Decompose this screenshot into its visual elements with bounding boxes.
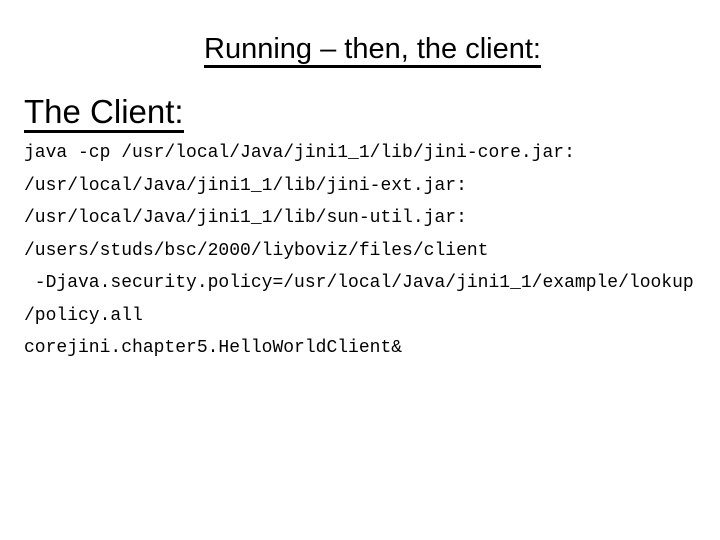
- code-line: /usr/local/Java/jini1_1/lib/jini-ext.jar…: [24, 175, 467, 196]
- code-line: corejini.chapter5.HelloWorldClient&: [24, 338, 403, 358]
- code-line: /policy.all: [24, 305, 143, 326]
- command-code-block: java -cp /usr/local/Java/jini1_1/lib/jin…: [24, 137, 720, 365]
- code-line: java -cp /usr/local/Java/jini1_1/lib/jin…: [24, 143, 575, 163]
- slide-title: Running – then, the client:: [25, 33, 720, 69]
- section-heading-text: The Client:: [24, 94, 184, 133]
- code-line: -Djava.security.policy=/usr/local/Java/j…: [24, 273, 694, 293]
- code-line: /usr/local/Java/jini1_1/lib/sun-util.jar…: [24, 208, 467, 228]
- code-line: /users/studs/bsc/2000/liyboviz/files/cli…: [24, 240, 489, 261]
- section-heading: The Client:: [24, 93, 184, 133]
- slide-title-text: Running – then, the client:: [204, 33, 541, 69]
